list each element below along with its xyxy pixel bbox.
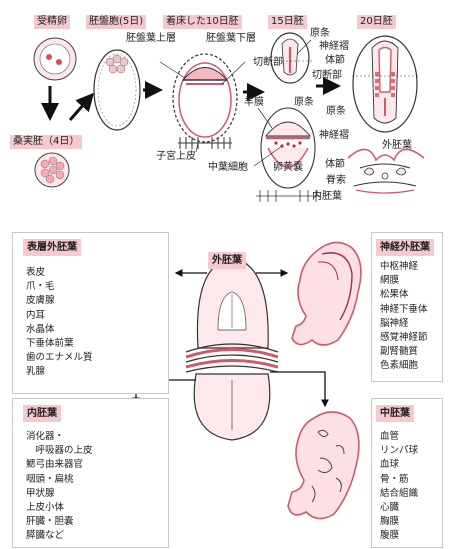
label-primitive-streak-cs: 原条: [294, 97, 314, 108]
label-neural-fold: 神経褶: [319, 41, 349, 52]
list-item: 表皮: [26, 267, 46, 278]
list-item: 骨・筋: [380, 473, 409, 485]
endoderm-list: 消化器・ 呼吸器の上皮 鰓弓由来器官 咽頭・扁桃 甲状腺 上皮小体 肝臓・胆嚢 …: [26, 430, 93, 544]
list-item: 内耳: [26, 309, 46, 321]
surface-ectoderm-list: 表皮 爪・毛 皮膚腺 内耳 水晶体 下垂体前葉 歯のエナメル質 乳腺: [26, 266, 93, 380]
label-mesoderm-cells: 中葉細胞: [208, 162, 248, 173]
day15-embryo-figure: [270, 32, 313, 84]
day15-cross-section-figure: [253, 107, 320, 202]
list-item: 水晶体: [26, 323, 55, 335]
label-endoderm-cs: 内胚葉: [312, 191, 342, 202]
surface-ectoderm-title: 表層外胚葉: [23, 239, 81, 256]
endoderm-title: 内胚葉: [23, 405, 61, 422]
stage-label-morula: 桑実胚（4日）: [10, 135, 83, 149]
arrow-to-mesoderm: [270, 371, 329, 408]
list-item: 心臓: [380, 501, 400, 513]
neuroectoderm-fetus-figure: [291, 241, 362, 346]
label-primitive-streak-20: 原条: [326, 106, 346, 117]
mesoderm-title: 中胚葉: [376, 405, 414, 422]
blastocyst-figure: [93, 49, 141, 131]
list-item: 結合組織: [380, 487, 419, 499]
label-neural-fold-cs: 神経褶: [319, 130, 349, 141]
label-notochord: 脊索: [326, 175, 346, 186]
list-item: 中枢神経: [380, 261, 419, 272]
list-item: 脳神経: [380, 317, 409, 329]
list-item: 下垂体前葉: [26, 337, 74, 349]
list-item: 副腎髄質: [380, 346, 419, 358]
list-item: 上皮小体: [26, 501, 65, 513]
list-item: 爪・毛: [26, 281, 55, 293]
mesoderm-fetus-figure: [287, 411, 360, 520]
label-cut-plane-20: 切断部: [312, 70, 342, 81]
stage-label-fertilized-egg: 受精卵: [34, 15, 70, 29]
label-primitive-streak-15: 原条: [310, 28, 330, 39]
neuroectoderm-title: 神経外胚葉: [376, 239, 434, 256]
list-item: 呼吸器の上皮: [26, 445, 93, 457]
label-somite: 体節: [325, 55, 345, 66]
mesoderm-list: 血管 リンパ球 血球 骨・筋 結合組織 心臓 胸膜 腹膜: [380, 430, 418, 544]
list-item: 網膜: [380, 275, 400, 287]
label-amnion: 羊膜: [244, 97, 264, 108]
mesoderm-panel: 中胚葉 血管 リンパ球 血球 骨・筋 結合組織 心臓 胸膜 腹膜: [371, 398, 443, 548]
list-item: 歯のエナメル質: [26, 352, 93, 364]
list-item: 感覚神経節: [380, 331, 428, 343]
label-epiblast: 胚盤葉上層: [126, 33, 176, 44]
trilaminar-disc-figure: [185, 257, 279, 441]
list-item: 色素細胞: [380, 360, 419, 372]
list-item: 皮膚腺: [26, 295, 55, 307]
neuroectoderm-list: 中枢神経 網膜 松果体 神経下垂体 脳神経 感覚神経節 副腎髄質 色素細胞: [380, 260, 428, 374]
surface-ectoderm-panel: 表層外胚葉 表皮 爪・毛 皮膚腺 内耳 水晶体 下垂体前葉 歯のエナメル質 乳腺: [12, 232, 169, 394]
label-hypoblast: 胚盤葉下層: [206, 33, 256, 44]
list-item: 鰓弓由来器官: [26, 459, 84, 471]
list-item: 甲状腺: [26, 487, 55, 499]
stage-label-day15: 15日胚: [268, 15, 307, 29]
day20-cross-section-figure: [347, 148, 425, 194]
label-ectoderm-cs: 外胚葉: [382, 140, 412, 151]
list-item: 肝臓・胆嚢: [26, 516, 74, 528]
label-somite-cs: 体節: [325, 159, 345, 170]
neuroectoderm-panel: 神経外胚葉 中枢神経 網膜 松果体 神経下垂体 脳神経 感覚神経節 副腎髄質 色…: [371, 232, 443, 382]
list-item: 胸膜: [380, 516, 400, 528]
morula-figure: [34, 152, 70, 188]
label-cut-plane-15: 切断部: [253, 57, 283, 68]
list-item: 乳腺: [26, 366, 46, 378]
implanted-embryo-figure: [159, 53, 246, 153]
list-item: 神経下垂体: [380, 303, 428, 315]
list-item: 咽頭・扁桃: [26, 473, 74, 485]
label-yolk-sac: 卵黄嚢: [273, 162, 303, 173]
fertilized-egg-figure: [33, 37, 77, 81]
list-item: 血管: [380, 431, 400, 442]
day20-embryo-figure: [352, 35, 418, 133]
stage-label-blastocyst: 胚盤胞(5日): [86, 15, 147, 29]
label-uterine-epithelium: 子宮上皮: [156, 151, 196, 162]
stage-label-implanted: 着床した10日胚: [163, 15, 242, 29]
stage-label-day20: 20日胚: [357, 15, 396, 29]
list-item: 松果体: [380, 289, 409, 301]
list-item: リンパ球: [380, 445, 419, 457]
center-ectoderm-label: 外胚葉: [208, 252, 246, 269]
arrow-morula-to-blastocyst: [68, 92, 94, 121]
list-item: 消化器・: [26, 431, 65, 442]
list-item: 血球: [380, 459, 400, 471]
list-item: 膵臓など: [26, 530, 65, 542]
list-item: 腹膜: [380, 530, 400, 542]
endoderm-panel: 内胚葉 消化器・ 呼吸器の上皮 鰓弓由来器官 咽頭・扁桃 甲状腺 上皮小体 肝臓…: [12, 398, 169, 548]
